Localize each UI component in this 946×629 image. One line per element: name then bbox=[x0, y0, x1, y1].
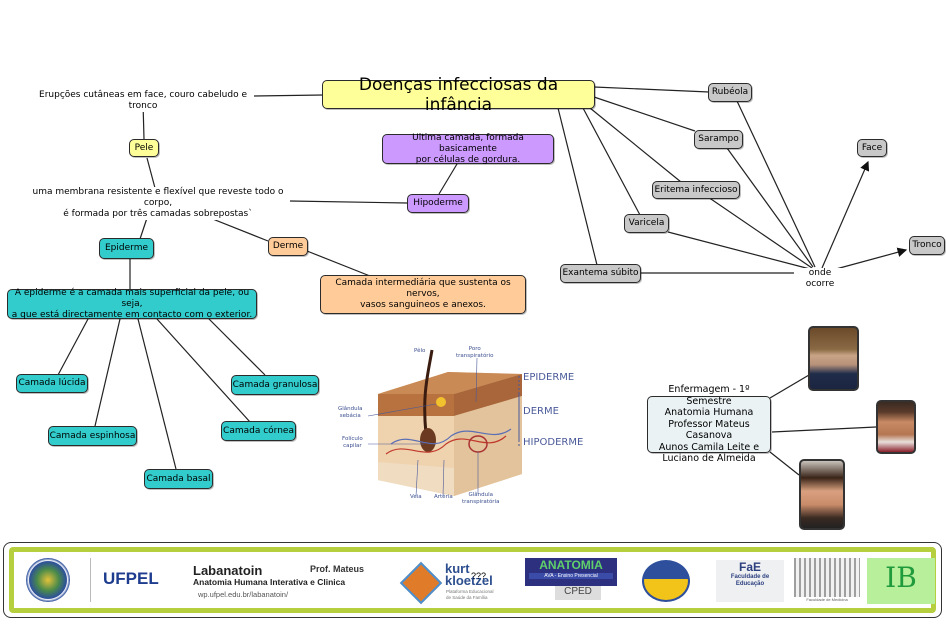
pele-node[interactable]: Pele bbox=[129, 139, 159, 157]
link-desc-lucida bbox=[57, 318, 89, 376]
label-glandula-sebacea: Glândula sebácia bbox=[338, 406, 363, 419]
link-title-exantema bbox=[557, 107, 598, 266]
link-pele-membrane bbox=[146, 157, 156, 189]
eruptions-node[interactable]: Erupções cutâneas em face, couro cabelud… bbox=[32, 90, 254, 112]
labanatoin-prof: Prof. Mateus bbox=[310, 564, 365, 574]
cped-logo: CPED bbox=[555, 586, 601, 600]
location-tronco-node[interactable]: Tronco bbox=[909, 236, 945, 255]
disease-rubeola-node[interactable]: Rubéola bbox=[708, 83, 752, 102]
kurt-overlay-text: ??? bbox=[471, 571, 487, 581]
link-info-photo2 bbox=[771, 426, 877, 433]
kurt-kloetzel-icon bbox=[399, 561, 443, 605]
hipoderme-desc-node[interactable]: Ultima camada, formada basicamente por c… bbox=[382, 133, 554, 165]
anatomia-subtitle: AVA - Ensino Presencial bbox=[529, 573, 613, 579]
location-face-node[interactable]: Face bbox=[857, 139, 887, 157]
derme-desc-node[interactable]: Camada intermediária que sustenta os ner… bbox=[320, 275, 526, 314]
photo-student-camila[interactable] bbox=[799, 459, 845, 530]
link-desc-espinhosa bbox=[94, 318, 121, 427]
link-info-photo3 bbox=[769, 451, 800, 476]
main-title-node[interactable]: Doenças infecciosas da infância bbox=[322, 75, 595, 115]
layer-label-hipoderme: HIPODERME bbox=[523, 437, 584, 448]
fae-mark: FaE bbox=[738, 560, 761, 574]
arrow-onde-tronco bbox=[835, 247, 908, 270]
link-sarampo-onde bbox=[726, 147, 814, 268]
anatomia-logo: ANATOMIA AVA - Ensino Presencial bbox=[525, 558, 617, 586]
link-eritema-onde bbox=[707, 196, 813, 269]
labanatoin-subtitle: Anatomia Humana Interativa e Clinica bbox=[193, 577, 346, 587]
shield-logo bbox=[642, 560, 690, 602]
fae-logo: FaE Faculdade de Educação bbox=[716, 560, 784, 602]
derme-node[interactable]: Derme bbox=[268, 237, 308, 256]
layer-basal-node[interactable]: Camada basal bbox=[144, 469, 213, 489]
photo-student-luciano[interactable] bbox=[876, 400, 916, 454]
skin-cross-section-icon bbox=[367, 349, 522, 497]
disease-exantema-node[interactable]: Exantema súbito bbox=[560, 264, 641, 283]
labanatoin-logo: Labanatoin bbox=[193, 563, 263, 578]
label-poro: Poro transpiratório bbox=[456, 346, 494, 359]
layer-cornea-node[interactable]: Camada córnea bbox=[221, 421, 296, 441]
link-title-eruptions bbox=[252, 94, 324, 97]
label-glandula-transp: Glândula transpiratória bbox=[462, 492, 500, 505]
kurt-subtitle: Plataforma Educacional de Saúde da Famíl… bbox=[446, 589, 494, 600]
skin-anatomy-image: Pêlo Poro transpiratório Glândula sebáci… bbox=[336, 344, 586, 508]
ib-mark: IB bbox=[885, 561, 917, 594]
hipoderme-node[interactable]: Hipoderme bbox=[407, 194, 469, 213]
link-hipoderme-desc bbox=[438, 163, 458, 195]
label-foliculo: Folículo capilar bbox=[342, 436, 363, 449]
logos-banner: UFPEL Labanatoin Prof. Mateus Anatomia H… bbox=[3, 542, 942, 618]
layer-espinhosa-node[interactable]: Camada espinhosa bbox=[48, 426, 137, 446]
medicina-subtitle: Faculdade de Medicina bbox=[794, 597, 860, 602]
kurt-logo-line2: kloetzel bbox=[445, 573, 493, 588]
link-title-eritema bbox=[589, 107, 682, 183]
link-info-photo1 bbox=[769, 374, 810, 399]
epiderme-node[interactable]: Epiderme bbox=[99, 238, 154, 259]
link-desc-basal bbox=[137, 318, 177, 470]
fae-subtitle: Faculdade de Educação bbox=[730, 574, 770, 587]
link-title-varicela bbox=[582, 107, 641, 216]
logos-frame: UFPEL Labanatoin Prof. Mateus Anatomia H… bbox=[9, 547, 936, 613]
layer-granulosa-node[interactable]: Camada granulosa bbox=[231, 375, 319, 395]
link-derme-desc bbox=[306, 250, 371, 277]
anatomia-title: ANATOMIA bbox=[539, 558, 603, 572]
link-desc-cornea bbox=[156, 318, 251, 423]
link-title-rubeola bbox=[593, 86, 710, 93]
ib-logo: IB bbox=[867, 558, 935, 604]
disease-eritema-node[interactable]: Eritema infeccioso bbox=[652, 181, 740, 199]
link-rubeola-onde bbox=[736, 100, 816, 268]
layer-label-derme: DERME bbox=[523, 406, 559, 417]
membrane-node[interactable]: uma membrana resistente e flexível que r… bbox=[26, 187, 290, 220]
course-info-node[interactable]: Enfermagem - 1º Semestre Anatomia Humana… bbox=[647, 384, 771, 464]
ufpel-seal-logo bbox=[26, 558, 70, 602]
link-varicela-onde bbox=[667, 231, 811, 270]
label-pelo: Pêlo bbox=[414, 348, 426, 354]
label-arteria: Artéria bbox=[434, 494, 453, 500]
link-title-sarampo bbox=[593, 96, 696, 132]
link-membrane-hipoderme bbox=[289, 200, 408, 204]
arrow-onde-face bbox=[821, 160, 870, 269]
disease-varicela-node[interactable]: Varicela bbox=[624, 214, 669, 233]
photo-professor[interactable] bbox=[808, 326, 859, 391]
medicina-logo: Faculdade de Medicina bbox=[794, 558, 860, 602]
layer-label-epiderme: EPIDERME bbox=[523, 372, 575, 383]
divider bbox=[90, 558, 91, 602]
link-desc-granulosa bbox=[208, 318, 266, 376]
labanatoin-url: wp.ufpel.edu.br/labanatoin/ bbox=[198, 590, 289, 599]
disease-sarampo-node[interactable]: Sarampo bbox=[694, 130, 743, 149]
ufpel-logo: UFPEL bbox=[103, 569, 159, 588]
layer-lucida-node[interactable]: Camada lúcida bbox=[16, 374, 88, 393]
kurt-logo-line1: kurt bbox=[445, 561, 470, 576]
epiderme-desc-node[interactable]: A epiderme é a camada mais superficial d… bbox=[7, 288, 257, 320]
onde-ocorre-label: onde ocorre bbox=[794, 268, 846, 290]
label-veia: Veia bbox=[410, 494, 422, 500]
